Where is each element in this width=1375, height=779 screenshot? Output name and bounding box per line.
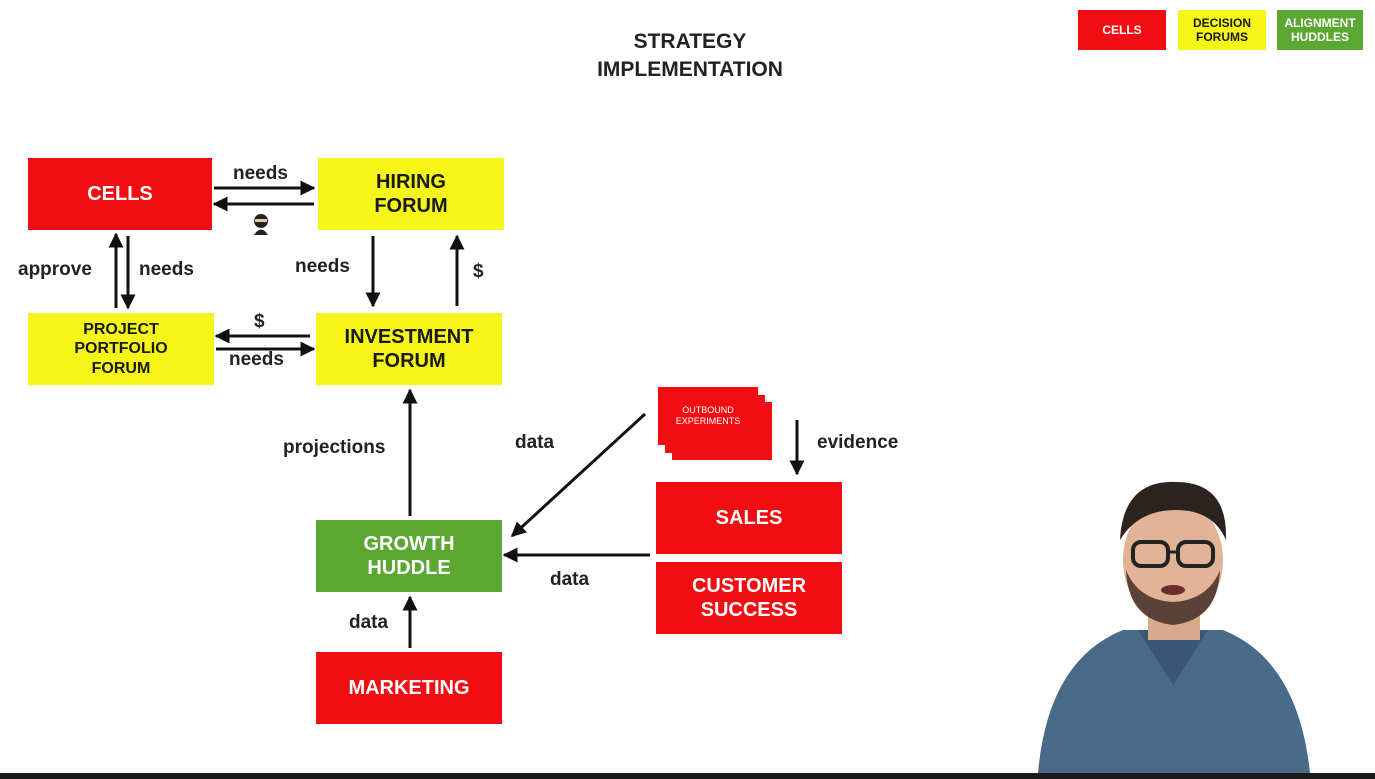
- label-marketing-growth-data: data: [349, 612, 388, 634]
- label-cells-ppf-needs: needs: [139, 259, 194, 281]
- label-ppf-investment-needs: needs: [229, 349, 284, 371]
- bottom-bar: [0, 773, 1375, 779]
- label-cells-hiring-needs: needs: [233, 163, 288, 185]
- label-hiring-investment-needs: needs: [295, 256, 350, 278]
- ninja-icon: [251, 212, 271, 236]
- label-sales-growth-data: data: [550, 569, 589, 591]
- label-growth-investment-projections: projections: [283, 437, 385, 459]
- label-investment-hiring-dollar: $: [473, 261, 484, 283]
- presenter-video: [1028, 470, 1318, 773]
- label-outbound-sales-evidence: evidence: [817, 432, 898, 454]
- label-investment-ppf-dollar: $: [254, 311, 265, 333]
- label-outbound-growth-data: data: [515, 432, 554, 454]
- label-cells-ppf-approve: approve: [18, 259, 92, 281]
